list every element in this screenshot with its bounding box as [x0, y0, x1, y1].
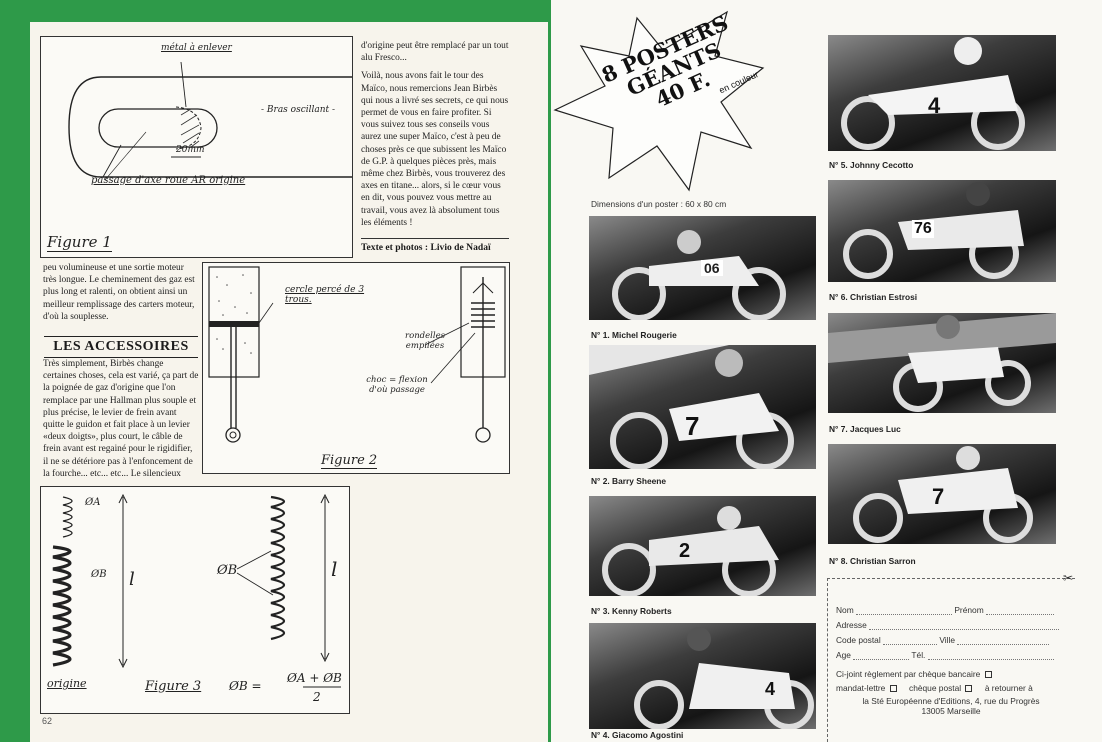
poster-photo-1: 06 [589, 216, 816, 320]
form-field-tel[interactable] [927, 651, 1054, 660]
figure-3-label-phiB-small: ØB [91, 569, 107, 580]
figure-1-label-arm: - Bras oscillant - [261, 105, 336, 115]
article-credit: Texte et photos : Livio de Nadaï [361, 238, 509, 253]
form-return-address-2: 13005 Marseille [921, 706, 981, 716]
figure-2-drawing [208, 266, 506, 443]
poster-photo-8: 7 [828, 444, 1056, 544]
form-payment-cheque: chèque postal [909, 683, 962, 693]
figure-3-title: Figure 3 [145, 679, 202, 694]
poster-caption-1: N° 1. Michel Rougerie [591, 330, 677, 340]
form-return-address-1: la Sté Européenne d'Editions, 4, rue du … [862, 696, 1040, 706]
article-top-right: d'origine peut être remplacé par un tout… [361, 40, 511, 235]
figure-3: ØA ØB l ØB l ØB = ØA + ØB 2 origine Figu… [40, 486, 350, 714]
starburst [553, 10, 765, 192]
poster-number-8: 7 [932, 484, 945, 509]
form-label-adresse: Adresse [836, 620, 867, 630]
section-heading-accessoires: LES ACCESSOIRES [44, 336, 198, 358]
poster-number-4: 4 [765, 679, 776, 699]
poster-caption-8: N° 8. Christian Sarron [829, 556, 916, 566]
form-row-address: Adresse [836, 620, 1060, 630]
right-page: 8 POSTERS GÉANTS 40 F. en couleur Dimens… [551, 0, 1102, 742]
figure-1: métal à enlever - Bras oscillant - 20mm … [40, 36, 353, 258]
figure-3-label-phiA: ØA [85, 497, 101, 508]
poster-number-3: 2 [679, 540, 691, 562]
figure-3-formula-den: 2 [313, 690, 321, 704]
figure-1-label-axle: passage d'axe roue AR origine [91, 175, 246, 186]
poster-photo-7 [828, 313, 1056, 413]
article-left-top: peu volumineuse et une sortie moteur trè… [43, 263, 195, 322]
form-label-code-postal: Code postal [836, 635, 881, 645]
form-field-ville[interactable] [957, 636, 1050, 645]
form-row-payment-2: mandat-lettre chèque postal à retourner … [836, 683, 1033, 693]
form-row-city: Code postal Ville [836, 635, 1050, 645]
article-top-right-p1: d'origine peut être remplacé par un tout… [361, 41, 509, 64]
form-field-nom[interactable] [856, 606, 953, 615]
figure-1-dimension: 20mm [176, 145, 205, 155]
form-row-address-2: 13005 Marseille [828, 706, 1074, 716]
form-label-nom: Nom [836, 605, 854, 615]
poster-photo-2: 7 [589, 345, 816, 469]
figure-3-label-l1: l [129, 569, 135, 590]
page-number: 62 [42, 716, 53, 726]
poster-photo-6: 76 [828, 180, 1056, 282]
form-label-age: Age [836, 650, 851, 660]
poster-number-6: 76 [912, 220, 934, 238]
poster-caption-6: N° 6. Christian Estrosi [829, 292, 918, 302]
scissors-icon: ✂ [1062, 571, 1073, 585]
form-field-age[interactable] [853, 651, 910, 660]
checkbox-mandat-lettre[interactable] [889, 685, 897, 693]
checkbox-cheque-postal[interactable] [965, 685, 973, 693]
form-field-code-postal[interactable] [883, 636, 938, 645]
form-label-prenom: Prénom [954, 605, 984, 615]
figure-1-label-metal: métal à enlever [161, 43, 232, 53]
figure-3-label-origin: origine [47, 677, 87, 690]
form-label-tel: Tél. [911, 650, 926, 660]
figure-3-formula-num: ØA + ØB [287, 671, 342, 685]
form-row-name: Nom Prénom [836, 605, 1054, 615]
figure-2-label-washers: rondelles empilées [405, 331, 445, 351]
form-payment-mandat: mandat-lettre [836, 683, 886, 693]
checkbox-cheque-bancaire[interactable] [984, 671, 992, 679]
form-label-ville: Ville [939, 635, 956, 645]
figure-3-label-l2: l [331, 557, 338, 581]
poster-photo-3: 2 [589, 496, 816, 596]
figure-1-title: Figure 1 [47, 233, 112, 252]
poster-caption-2: N° 2. Barry Sheene [591, 476, 667, 486]
form-row-payment-1: Ci-joint règlement par chèque bancaire [836, 669, 994, 679]
form-payment-text: Ci-joint règlement par chèque bancaire [836, 669, 981, 679]
article-left-bottom: Très simplement, Birbès change certaines… [43, 359, 199, 479]
poster-photo-5: 4 [828, 35, 1056, 151]
form-payment-return: à retourner à [984, 683, 1033, 693]
poster-caption-7: N° 7. Jacques Luc [829, 424, 901, 434]
figure-3-drawing [52, 493, 341, 688]
figure-2-title: Figure 2 [321, 453, 378, 469]
form-row-age: Age Tél. [836, 650, 1054, 660]
poster-caption-5: N° 5. Johnny Cecotto [829, 160, 914, 170]
poster-number-5: 4 [928, 93, 941, 118]
figure-3-formula-left: ØB = [229, 679, 262, 693]
left-page: métal à enlever - Bras oscillant - 20mm … [30, 22, 548, 742]
figure-2-label-cut: cercle percé de 3 trous. [285, 285, 365, 305]
poster-photo-4: 4 [589, 623, 816, 729]
form-row-address-1: la Sté Européenne d'Editions, 4, rue du … [828, 696, 1074, 706]
poster-number-2: 7 [685, 411, 700, 441]
poster-caption-4: N° 4. Giacomo Agostini [591, 730, 684, 740]
poster-dimensions: Dimensions d'un poster : 60 x 80 cm [591, 199, 727, 209]
figure-2-label-shock: choc = flexion d'où passage [366, 375, 428, 395]
figure-3-label-phiB: ØB [217, 563, 238, 578]
figure-2: cercle percé de 3 trous. rondelles empil… [202, 262, 510, 474]
article-top-right-p2: Voilà, nous avons fait le tour des Maïco… [361, 71, 509, 228]
figure-1-drawing [68, 61, 352, 181]
poster-number-1: 06 [701, 260, 723, 276]
poster-caption-3: N° 3. Kenny Roberts [591, 606, 672, 616]
form-field-prenom[interactable] [986, 606, 1054, 615]
form-field-adresse[interactable] [869, 621, 1060, 630]
order-form: ✂ Nom Prénom Adresse Code postal Ville A… [827, 571, 1075, 742]
